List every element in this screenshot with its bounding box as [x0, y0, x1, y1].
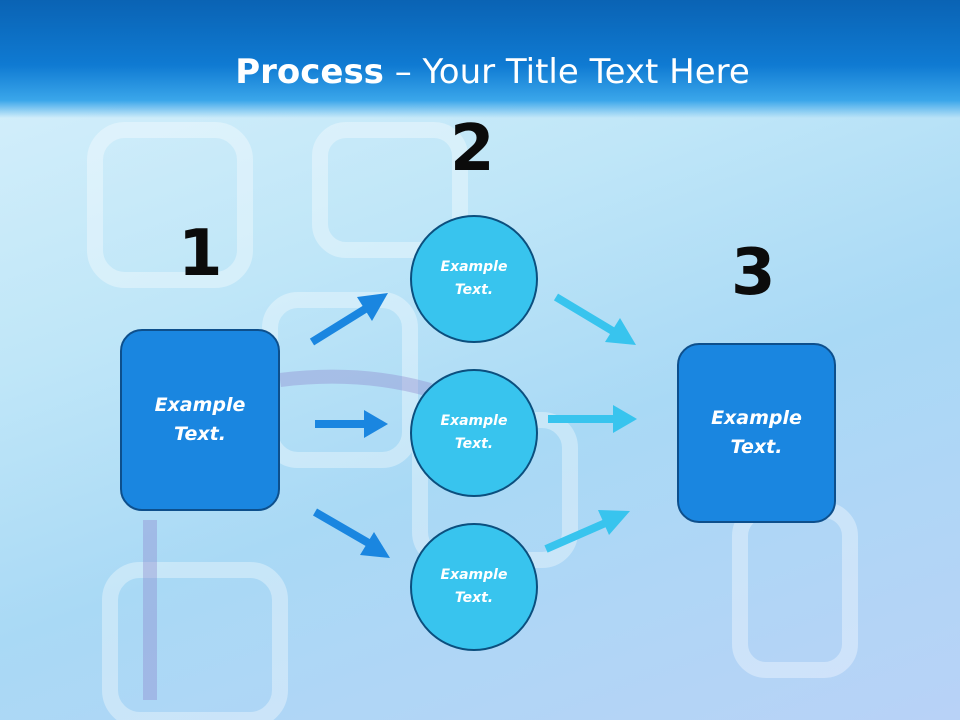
circle-middle: Example Text. [410, 369, 538, 497]
circle-top-text: Example Text. [440, 259, 508, 298]
right-box: Example Text. [677, 343, 836, 523]
title-rest: – Your Title Text Here [383, 52, 750, 92]
circle-top: Example Text. [410, 215, 538, 343]
arrow-left-up [309, 293, 388, 346]
slide-title: Process – Your Title Text Here [0, 52, 960, 92]
circle-middle-text: Example Text. [440, 413, 508, 452]
arrow-left-middle [315, 410, 388, 438]
circle-bottom-text: Example Text. [440, 567, 508, 606]
step-number-1: 1 [178, 217, 223, 291]
right-box-text: Example Text. [711, 407, 802, 458]
title-bold: Process [235, 52, 384, 92]
left-box-text: Example Text. [154, 394, 246, 445]
arrow-right-middle [548, 405, 637, 433]
arrow-right-up [544, 510, 630, 553]
arrow-right-down [553, 293, 636, 345]
left-box: Example Text. [120, 329, 280, 511]
step-number-2: 2 [450, 112, 495, 186]
title-bar [0, 0, 960, 118]
circle-bottom: Example Text. [410, 523, 538, 651]
arrow-left-down [312, 508, 390, 558]
step-number-3: 3 [731, 236, 776, 310]
